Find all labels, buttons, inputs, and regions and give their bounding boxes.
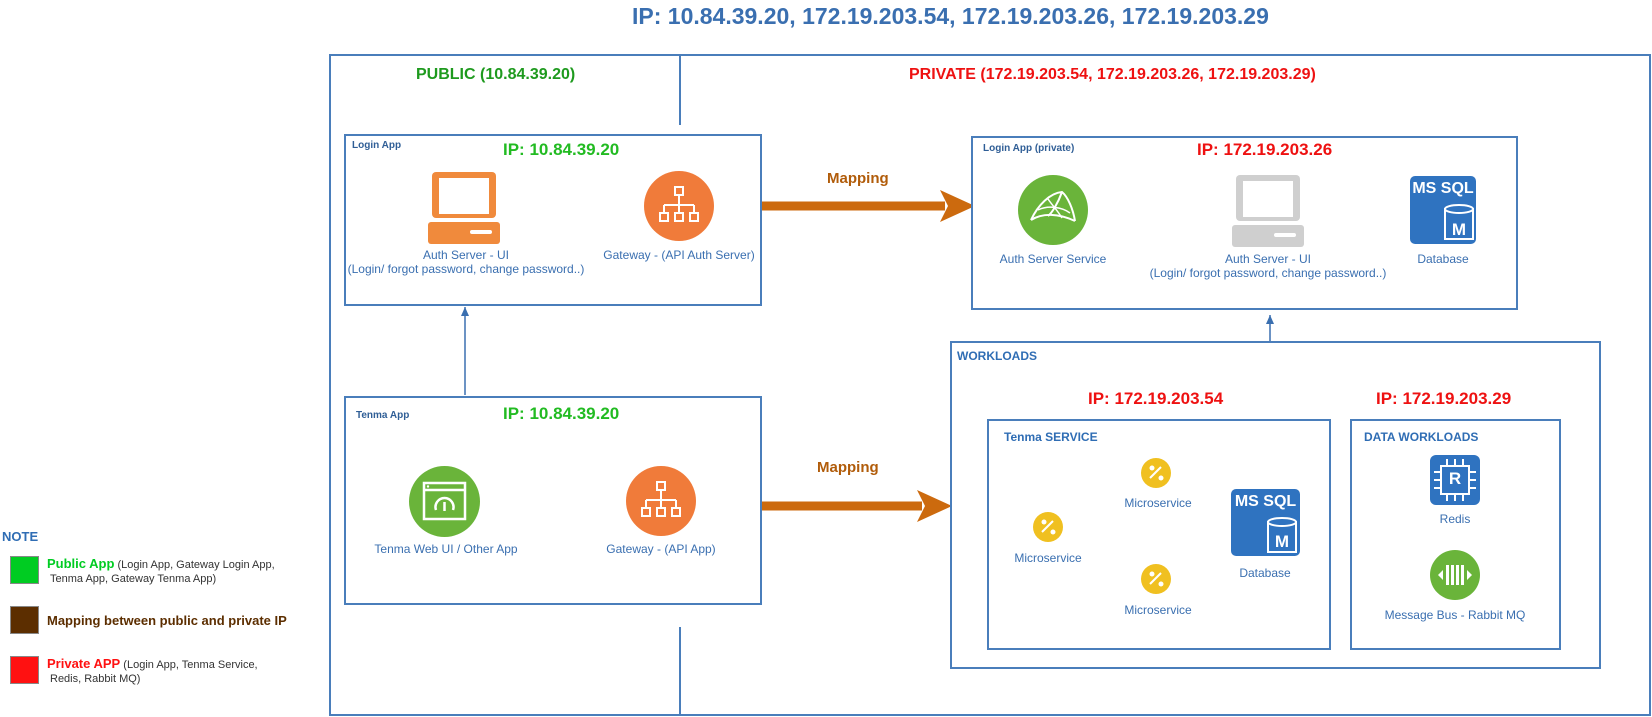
service-ip: IP: 172.19.203.54: [1088, 389, 1224, 408]
gateway-icon: [626, 466, 696, 536]
page-title: IP: 10.84.39.20, 172.19.203.54, 172.19.2…: [632, 3, 1269, 29]
microservice-icon: [1141, 458, 1171, 488]
microservice-top-caption: Microservice: [1124, 496, 1192, 510]
mssql-badge: MS SQL: [1412, 180, 1474, 197]
auth-ui-caption-private: Auth Server - UI (Login/ forgot password…: [1148, 252, 1388, 280]
laptop-icon: [1232, 175, 1304, 247]
legend-private: Private APP (Login App, Tenma Service, R…: [47, 657, 317, 686]
private-zone-label: PRIVATE: [909, 66, 976, 83]
legend-public-detail: (Login App, Gateway Login App,: [117, 559, 275, 571]
auth-ui-private-line1: Auth Server - UI: [1224, 252, 1312, 266]
auth-ui-private-line2: (Login/ forgot password, change password…: [1149, 266, 1387, 280]
legend-private-detail: (Login App, Tenma Service,: [123, 659, 258, 671]
workloads-label: WORKLOADS: [957, 349, 1037, 363]
redis-letter: R: [1448, 469, 1462, 488]
outer-container: [329, 54, 1651, 716]
auth-service-icon: [1018, 175, 1088, 245]
tenma-app-box: [344, 396, 762, 605]
legend-mapping-label: Mapping between public and private IP: [47, 613, 287, 628]
web-ui-icon: [409, 466, 480, 537]
tenma-app-ip: IP: 10.84.39.20: [503, 404, 620, 423]
redis-caption: Redis: [1439, 512, 1471, 526]
auth-service-caption: Auth Server Service: [999, 252, 1107, 266]
legend-public-label: Public App: [47, 556, 115, 571]
legend-public-detail2: Tenma App, Gateway Tenma App): [50, 573, 217, 585]
login-app-private-label: Login App (private): [983, 143, 1075, 154]
public-zone-heading: PUBLIC (10.84.39.20): [416, 66, 575, 84]
auth-ui-caption-public: Auth Server - UI (Login/ forgot password…: [346, 248, 586, 276]
login-app-private-ip: IP: 172.19.203.26: [1197, 140, 1333, 159]
legend-private-label: Private APP: [47, 656, 121, 671]
mapping-label-bottom: Mapping: [817, 459, 879, 476]
note-title: NOTE: [2, 529, 39, 544]
legend-public: Public App (Login App, Gateway Login App…: [47, 557, 317, 586]
tenma-app-label: Tenma App: [356, 410, 410, 421]
redis-icon: R: [1430, 455, 1480, 505]
gateway-auth-caption: Gateway - (API Auth Server): [603, 248, 755, 262]
tenma-web-caption: Tenma Web UI / Other App: [374, 542, 518, 556]
private-zone-ip: (172.19.203.54, 172.19.203.26, 172.19.20…: [980, 66, 1316, 83]
db-caption-private: Database: [1417, 252, 1469, 266]
legend-mapping: Mapping between public and private IP: [47, 614, 327, 629]
mapping-arrow-bottom-head: [917, 490, 952, 522]
microservice-icon: [1141, 564, 1171, 594]
mssql-letter: M: [1451, 220, 1467, 239]
auth-ui-caption-line1: Auth Server - UI: [422, 248, 510, 262]
login-app-public-label: Login App: [352, 140, 402, 151]
message-bus-icon: [1430, 550, 1480, 600]
db-caption-service: Database: [1239, 566, 1291, 580]
mssql-icon: MS SQL M: [1231, 489, 1300, 556]
private-zone-heading: PRIVATE (172.19.203.54, 172.19.203.26, 1…: [909, 66, 1316, 84]
legend-private-detail2: Redis, Rabbit MQ): [50, 673, 141, 685]
microservice-bottom-caption: Microservice: [1124, 603, 1192, 617]
tenma-service-label: Tenma SERVICE: [1004, 430, 1098, 444]
gateway-icon: [644, 171, 714, 241]
data-workloads-label: DATA WORKLOADS: [1364, 430, 1479, 444]
legend-swatch-mapping: [10, 606, 39, 634]
mssql-badge-service: MS SQL: [1234, 493, 1297, 510]
public-zone-ip: (10.84.39.20): [480, 66, 576, 83]
legend-swatch-private: [10, 656, 39, 684]
login-app-public-ip: IP: 10.84.39.20: [503, 140, 620, 159]
microservice-left-caption: Microservice: [1014, 551, 1082, 565]
auth-ui-caption-line2: (Login/ forgot password, change password…: [347, 262, 585, 276]
message-bus-caption: Message Bus - Rabbit MQ: [1384, 608, 1526, 622]
data-ip: IP: 172.19.203.29: [1376, 389, 1512, 408]
mssql-icon: MS SQL M: [1410, 176, 1476, 244]
laptop-icon: [428, 172, 500, 244]
mapping-label-top: Mapping: [827, 170, 889, 187]
mssql-letter-service: M: [1274, 532, 1290, 551]
mapping-arrow-top-head: [940, 190, 975, 222]
public-zone-label: PUBLIC: [416, 66, 476, 83]
legend-swatch-public: [10, 556, 39, 584]
gateway-app-caption: Gateway - (API App): [606, 542, 716, 556]
microservice-icon: [1033, 512, 1063, 542]
